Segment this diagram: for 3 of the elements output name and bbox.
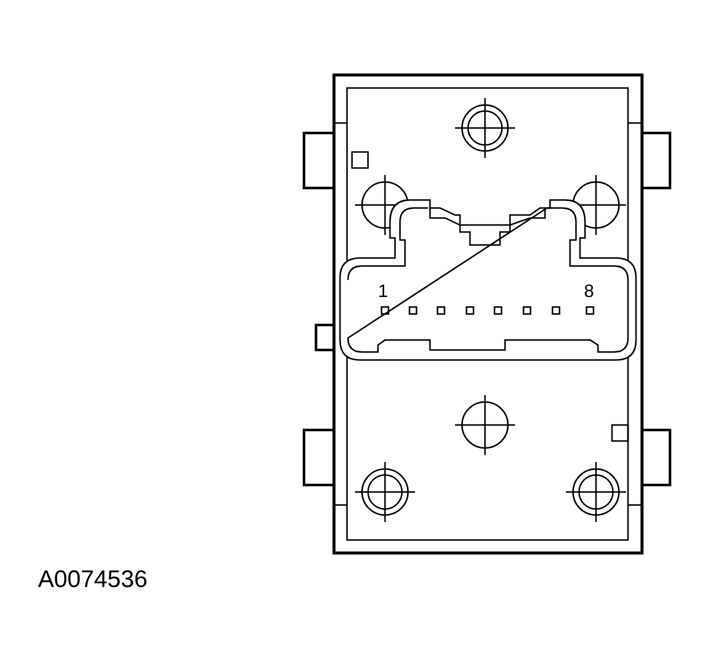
- figure-code: A0074536: [38, 568, 148, 592]
- pin-number: 1: [378, 282, 388, 300]
- pin-number: 8: [584, 282, 594, 300]
